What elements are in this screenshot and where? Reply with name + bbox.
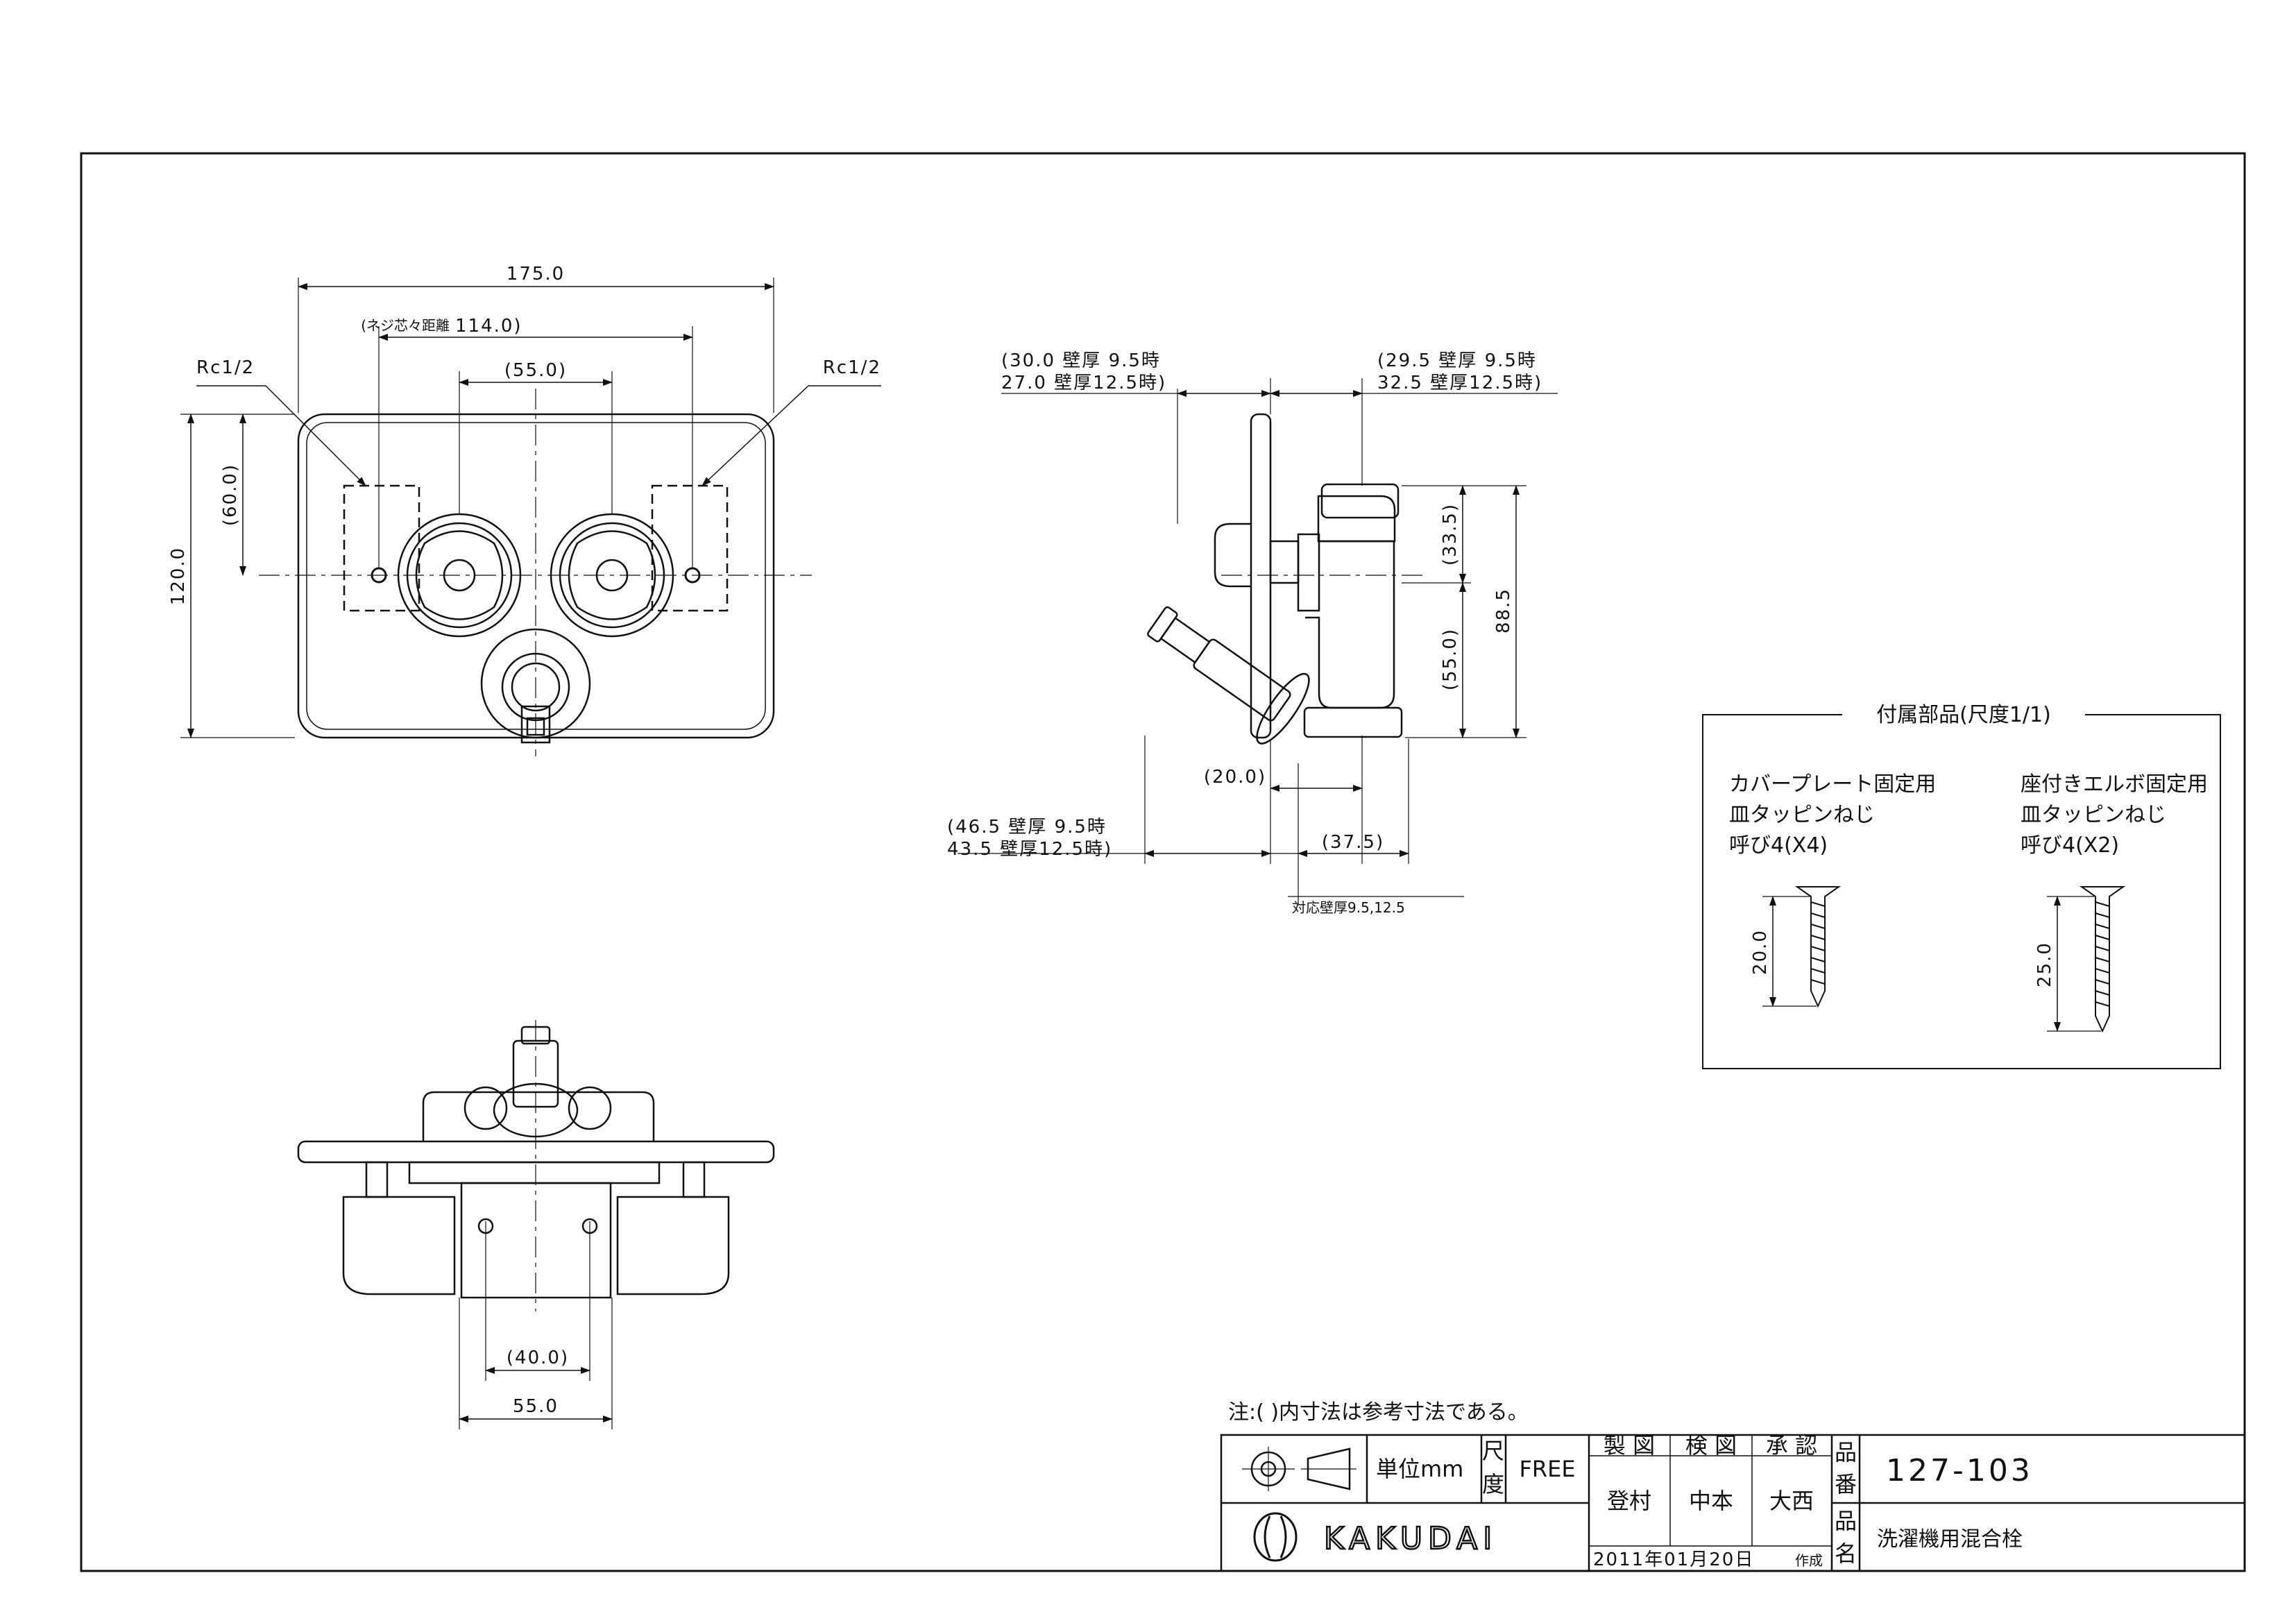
- side-dim-55-0: (55.0): [1440, 628, 1461, 690]
- scale-value: FREE: [1519, 1456, 1575, 1482]
- bottom-elbow-left: [342, 1196, 456, 1295]
- unit-value: 単位mm: [1376, 1456, 1463, 1482]
- sheet-border: [80, 152, 2246, 1572]
- drawn-by: 登村: [1607, 1488, 1651, 1514]
- accessory-right-length: 25.0: [2034, 942, 2055, 987]
- accessory-right-line-2: 皿タッピンねじ: [2021, 803, 2166, 827]
- hidden-port-right: [651, 484, 729, 612]
- accessory-left-line-1: カバープレート固定用: [1729, 772, 1936, 797]
- side-top-left-1: (30.0 壁厚 9.5時: [1001, 350, 1161, 371]
- bottom-view: [297, 1020, 775, 1429]
- created-label: 作成: [1795, 1552, 1823, 1569]
- accessory-left-line-2: 皿タッピンねじ: [1729, 803, 1875, 827]
- side-dim-88-5: 88.5: [1493, 588, 1514, 634]
- bottom-valve-housing: [422, 1091, 655, 1141]
- accessories-title: 付属部品(尺度1/1): [1876, 703, 2051, 727]
- kakudai-logo-icon: [1253, 1512, 1298, 1562]
- outlet-fitting: [480, 628, 591, 744]
- side-top-right-1: (29.5 壁厚 9.5時: [1377, 350, 1537, 371]
- bottom-dim-40-0: (40.0): [507, 1348, 569, 1368]
- front-view: [180, 278, 881, 756]
- side-dim-20-0: (20.0): [1204, 767, 1266, 788]
- accessory-left-line-3: 呼び4(X4): [1729, 833, 1828, 858]
- projection-symbol-icon: [1242, 1447, 1357, 1491]
- part-name-label-1: 品: [1835, 1508, 1857, 1534]
- hidden-port-left: [343, 484, 420, 612]
- accessory-left-length: 20.0: [1750, 929, 1771, 975]
- side-top-left-2: 27.0 壁厚12.5時): [1001, 373, 1166, 393]
- checked-by: 中本: [1689, 1488, 1733, 1514]
- front-port-height-dim: (60.0): [220, 464, 241, 526]
- side-wall-thickness: 対応壁厚9.5,12.5: [1292, 899, 1405, 916]
- drawing-date: 2011年01月20日: [1593, 1549, 1754, 1570]
- part-number: 127-103: [1886, 1453, 2033, 1488]
- drawn-label: 製 図: [1604, 1432, 1655, 1459]
- part-no-label-2: 番: [1835, 1471, 1857, 1497]
- scale-label-1: 尺: [1482, 1438, 1504, 1464]
- hot-valve-handle: [397, 513, 522, 638]
- screw-20-icon: [1794, 886, 1842, 1008]
- side-plate: [1250, 413, 1272, 739]
- accessory-right-line-1: 座付きエルボ固定用: [2021, 772, 2208, 797]
- accessory-right-line-3: 呼び4(X2): [2021, 833, 2119, 858]
- side-top-right-2: 32.5 壁厚12.5時): [1377, 373, 1542, 393]
- front-screw-pitch-dim: 114.0): [455, 316, 522, 337]
- front-port-right-label: Rc1/2: [823, 357, 881, 378]
- reference-note: 注:( )内寸法は参考寸法である。: [1228, 1400, 1529, 1425]
- screw-25-icon: [2079, 886, 2126, 1033]
- cold-valve-handle: [550, 513, 674, 638]
- side-handle: [1214, 522, 1251, 588]
- brand-name: KAKUDAI: [1324, 1521, 1497, 1556]
- approved-by: 大西: [1769, 1488, 1814, 1514]
- front-width-dim: 175.0: [507, 264, 565, 284]
- side-dim-33-5: (33.5): [1440, 503, 1461, 566]
- bottom-dim-55-0: 55.0: [513, 1396, 559, 1417]
- approved-label: 承 認: [1766, 1432, 1817, 1459]
- part-name-label-2: 名: [1835, 1540, 1857, 1567]
- scale-label-2: 度: [1482, 1471, 1504, 1497]
- side-outlet: [1147, 606, 1310, 745]
- title-block: [1220, 1434, 2246, 1572]
- bottom-elbow-right: [616, 1196, 730, 1295]
- side-dim-37-5: (37.5): [1322, 832, 1384, 853]
- part-no-label-1: 品: [1835, 1439, 1857, 1465]
- checked-label: 検 図: [1685, 1432, 1737, 1459]
- front-height-dim: 120.0: [168, 547, 189, 605]
- front-port-left-label: Rc1/2: [196, 357, 255, 378]
- front-valve-pitch-dim: (55.0): [504, 360, 567, 381]
- side-bottom-left-1: (46.5 壁厚 9.5時: [947, 817, 1107, 838]
- side-bottom-left-2: 43.5 壁厚12.5時): [947, 839, 1112, 860]
- front-screw-pitch-label: (ネジ芯々距離: [361, 317, 450, 334]
- side-union-nut: [1320, 483, 1400, 519]
- accessories-box: [1702, 714, 2221, 1069]
- side-view: [958, 378, 1558, 906]
- part-name: 洗濯機用混合栓: [1877, 1527, 2023, 1552]
- side-elbow-base: [1303, 706, 1403, 738]
